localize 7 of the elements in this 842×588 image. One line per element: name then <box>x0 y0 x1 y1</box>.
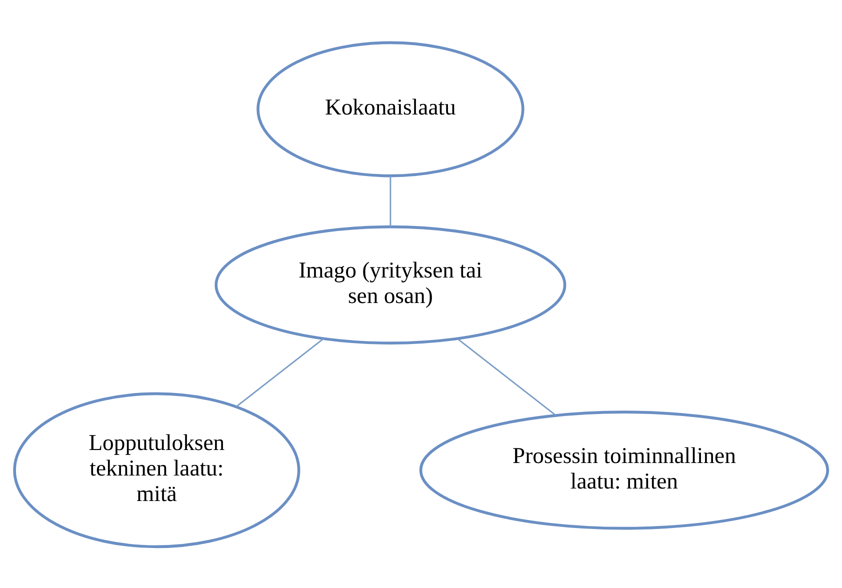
node-ellipse: Kokonaislaatu <box>256 40 524 177</box>
node-ellipse: Lopputuloksen tekninen laatu: mitä <box>13 392 300 548</box>
connector <box>236 338 324 407</box>
connector <box>457 338 556 416</box>
connector <box>390 176 392 226</box>
node-ellipse: Imago (yrityksen tai sen osan) <box>214 224 566 344</box>
node-ellipse: Prosessin toiminnallinen laatu: miten <box>419 410 830 530</box>
